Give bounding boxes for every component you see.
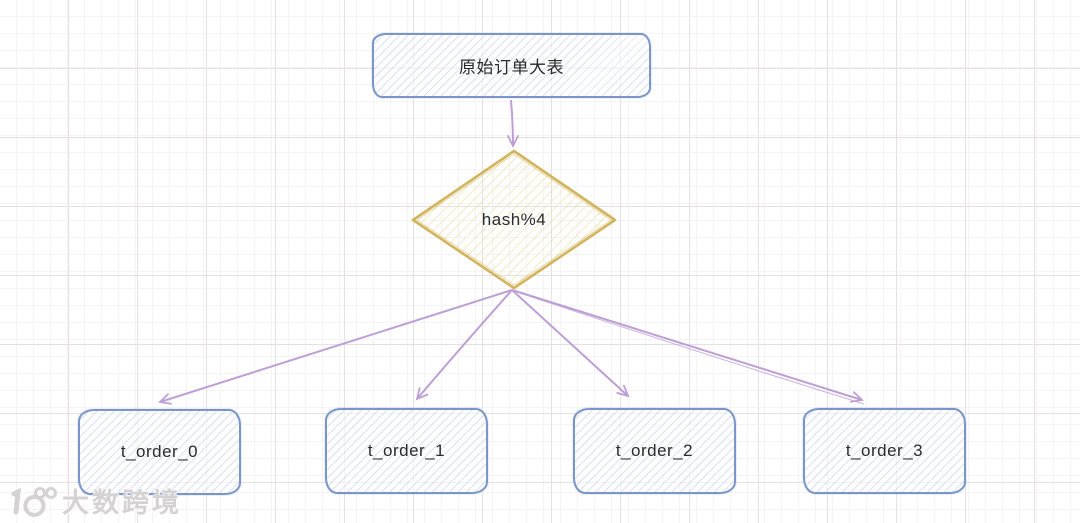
arrow-hash-to-t-order-3 bbox=[511, 289, 864, 403]
node-t-order-2: t_order_2 bbox=[573, 408, 736, 494]
node-t-order-1: t_order_1 bbox=[325, 408, 488, 494]
arrow-hash-to-t-order-2 bbox=[511, 289, 630, 398]
node-t-order-2-label: t_order_2 bbox=[615, 441, 694, 460]
arrow-hash-to-t-order-1 bbox=[415, 289, 513, 401]
decision-diamond-shape-inner bbox=[416, 153, 612, 286]
node-t-order-3-label: t_order_3 bbox=[845, 441, 924, 460]
node-t-order-1-label: t_order_1 bbox=[367, 441, 446, 460]
node-source-table: 原始订单大表 bbox=[372, 33, 651, 98]
arrow-hash-to-t-order-0 bbox=[158, 289, 513, 405]
node-source-table-label: 原始订单大表 bbox=[459, 58, 564, 77]
decision-diamond-shape bbox=[411, 149, 617, 290]
node-t-order-3: t_order_3 bbox=[803, 408, 966, 494]
arrow-hash-to-t-order-3-sketch-stroke bbox=[513, 290, 865, 405]
node-t-order-0-label: t_order_0 bbox=[120, 442, 199, 461]
arrow-source-to-hash bbox=[507, 99, 519, 149]
node-hash-decision-label: hash%4 bbox=[481, 210, 547, 229]
node-t-order-0: t_order_0 bbox=[78, 409, 241, 495]
